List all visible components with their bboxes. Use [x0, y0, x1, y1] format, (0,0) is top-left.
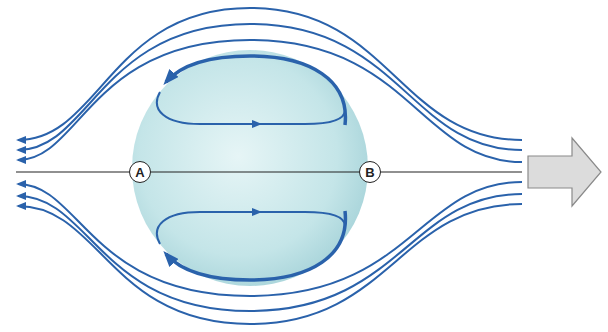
center-axis [381, 171, 522, 172]
center-axis [16, 171, 129, 172]
streamlines [18, 8, 522, 324]
center-axis [151, 171, 359, 172]
point-label: A [135, 166, 144, 179]
point-marker: A [129, 161, 151, 183]
point-marker: B [359, 161, 381, 183]
internal-circulation [157, 56, 345, 280]
droplet [132, 50, 368, 286]
point-label: B [365, 166, 374, 179]
motion-arrow [528, 138, 601, 206]
